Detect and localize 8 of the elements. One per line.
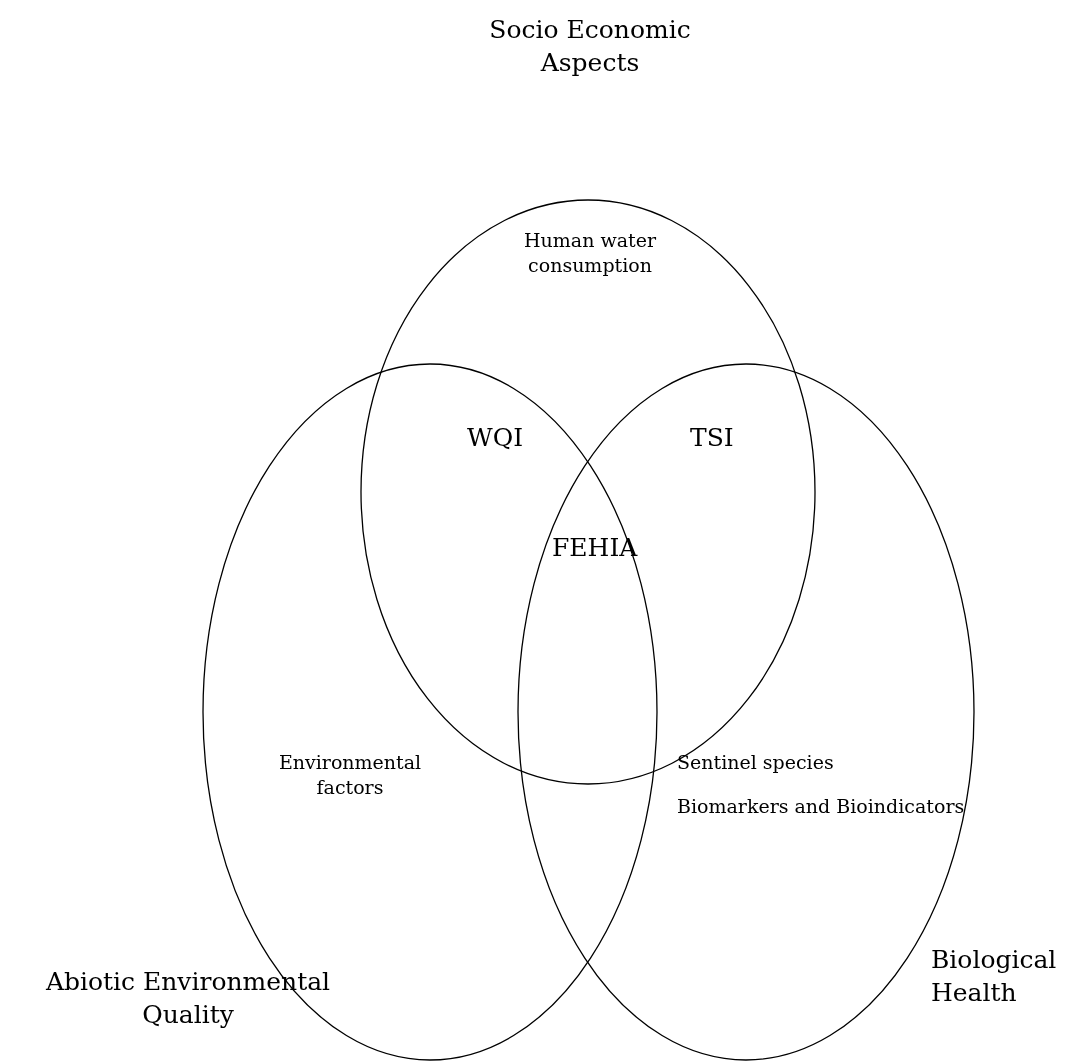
set-item: Environmental factors [277, 750, 423, 800]
set-item: Biomarkers and Bioindicators [677, 794, 966, 819]
overlap-label: WQI [467, 423, 524, 452]
set-item: Human water consumption [523, 228, 657, 278]
set-title: Socio Economic Aspects [488, 14, 692, 79]
set-item: Sentinel species [677, 750, 835, 775]
set-title: Biological Health [931, 944, 1058, 1009]
overlap-label: TSI [690, 423, 734, 452]
